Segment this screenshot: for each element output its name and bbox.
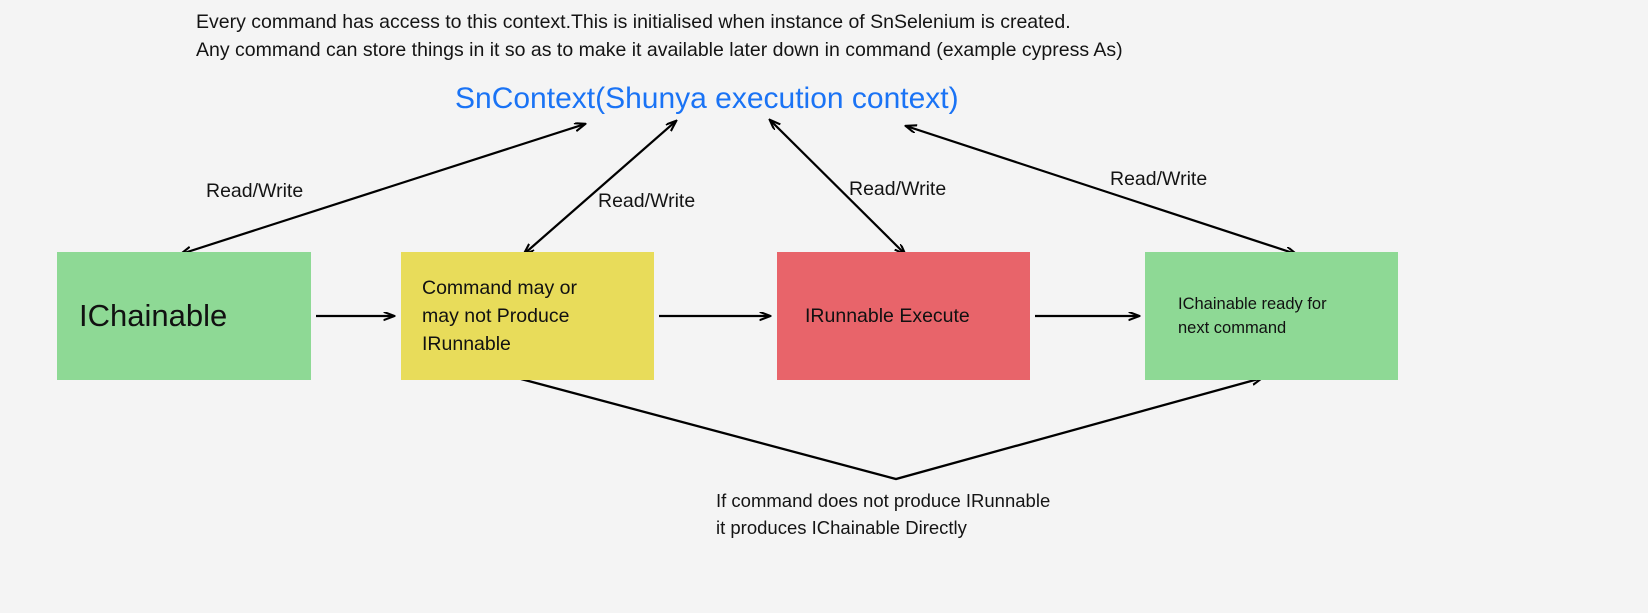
arrow-readwrite-command xyxy=(524,121,676,254)
node-ichainable-label: IChainable xyxy=(79,298,228,333)
diagram-title: SnContext(Shunya execution context) xyxy=(455,82,959,115)
node-ichainable-ready-label: IChainable ready for next command xyxy=(1178,292,1327,340)
context-note-line-1: Every command has access to this context… xyxy=(196,11,1071,33)
node-ichainable: IChainable xyxy=(57,252,311,380)
edge-label-readwrite-1: Read/Write xyxy=(206,180,304,202)
node-ichainable-ready-label-line-2: next command xyxy=(1178,319,1287,337)
arrow-readwrite-ichainable-ready xyxy=(906,126,1296,254)
edge-label-readwrite-4: Read/Write xyxy=(1110,168,1208,190)
bypass-caption-line-1: If command does not produce IRunnable xyxy=(716,490,1051,511)
edge-label-readwrite-3: Read/Write xyxy=(849,178,947,200)
node-ichainable-ready-label-line-1: IChainable ready for xyxy=(1178,295,1327,313)
bypass-caption-line-2: it produces IChainable Directly xyxy=(716,517,967,538)
node-command-produce-label-line-1: Command may or xyxy=(422,277,577,299)
arrow-bypass-direct-ichainable xyxy=(520,378,1262,481)
node-command-produce-label-line-3: IRunnable xyxy=(422,333,511,355)
context-note: Every command has access to this context… xyxy=(196,8,1456,64)
node-ichainable-ready: IChainable ready for next command xyxy=(1145,252,1398,380)
arrow-readwrite-ichainable xyxy=(181,124,585,254)
bypass-caption: If command does not produce IRunnable it… xyxy=(716,487,1050,541)
context-note-line-2: Any command can store things in it so as… xyxy=(196,39,1123,61)
node-irunnable-execute: IRunnable Execute xyxy=(777,252,1030,380)
node-command-produce-label-line-2: may not Produce xyxy=(422,305,570,327)
edge-label-readwrite-2: Read/Write xyxy=(598,190,696,212)
node-command-produce: Command may or may not Produce IRunnable xyxy=(401,252,654,380)
node-command-produce-label: Command may or may not Produce IRunnable xyxy=(422,274,577,358)
node-irunnable-execute-label: IRunnable Execute xyxy=(805,305,970,327)
arrow-readwrite-irunnable xyxy=(770,120,905,254)
